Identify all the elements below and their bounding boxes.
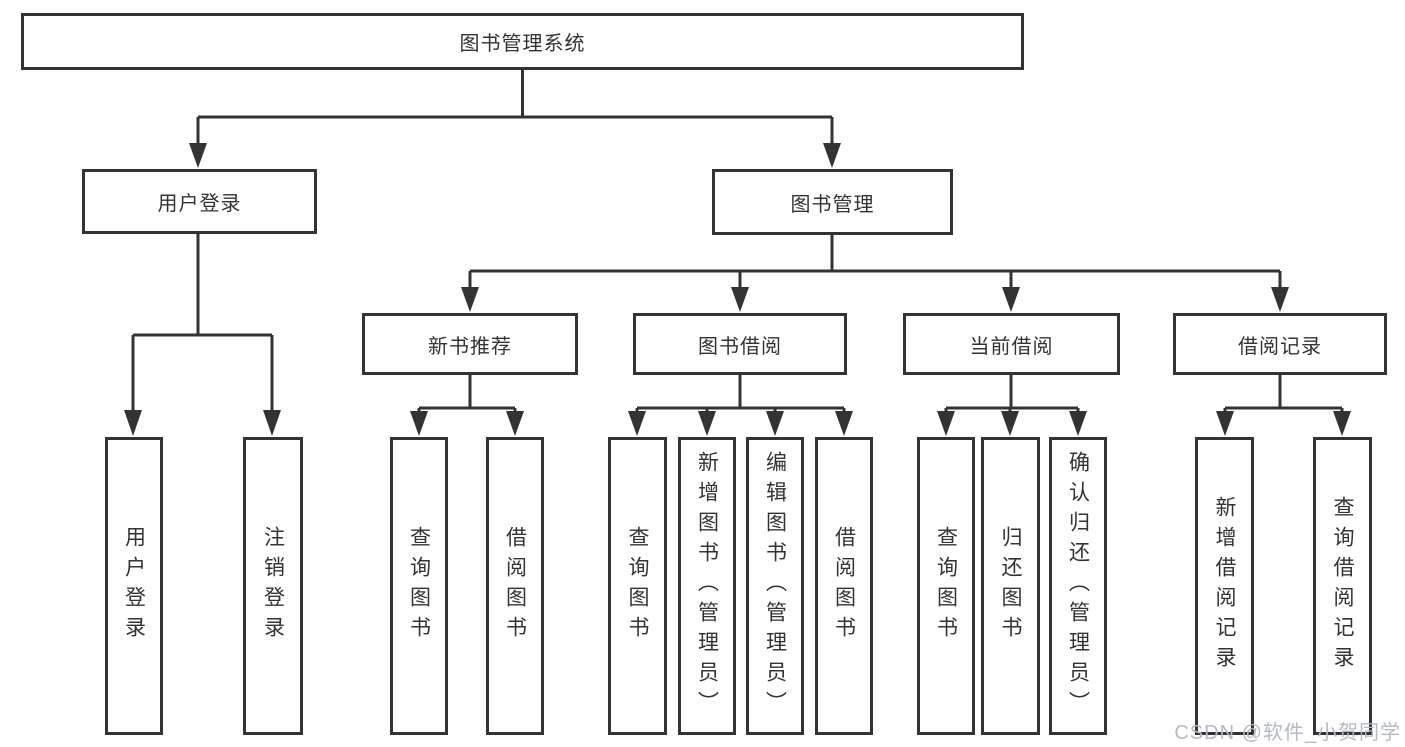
leaf-borrow-edit-books-admin: 编辑图书（管理员）	[746, 437, 804, 735]
leaf-records-add-record: 新增借阅记录	[1195, 437, 1254, 735]
arrowhead	[698, 411, 716, 436]
leaf-newbooks-borrow-books: 借阅图书	[486, 437, 544, 735]
leaf-label: 新增图书（管理员）	[695, 451, 719, 721]
connector-new-books	[417, 375, 517, 413]
arrowhead	[124, 410, 142, 436]
leaf-label: 查询借阅记录	[1331, 496, 1354, 676]
connector-management	[468, 234, 1282, 289]
node-label: 借阅记录	[1238, 335, 1322, 358]
leaf-borrow-query-books: 查询图书	[608, 437, 667, 735]
arrowhead	[731, 287, 749, 312]
connector-root	[196, 70, 834, 145]
arrowhead	[1002, 287, 1020, 312]
leaf-records-query-record: 查询借阅记录	[1313, 437, 1372, 735]
leaf-label: 新增借阅记录	[1213, 496, 1236, 676]
arrowhead	[506, 411, 524, 436]
node-borrowing-records: 借阅记录	[1173, 313, 1387, 375]
arrowhead	[189, 143, 207, 168]
leaf-label: 归还图书	[999, 526, 1022, 646]
arrowhead	[628, 411, 646, 436]
leaf-newbooks-query-books: 查询图书	[390, 437, 448, 735]
arrowhead	[1216, 411, 1234, 436]
leaf-label: 查询图书	[934, 526, 958, 646]
leaf-logout: 注销登录	[243, 437, 303, 735]
leaf-current-query-books: 查询图书	[917, 437, 975, 735]
arrowhead	[1069, 411, 1087, 436]
arrowhead	[263, 410, 281, 436]
leaf-label: 确认归还（管理员）	[1066, 451, 1090, 721]
arrowhead	[835, 411, 853, 436]
arrowhead	[823, 143, 841, 168]
leaf-borrow-add-books-admin: 新增图书（管理员）	[678, 437, 736, 735]
arrowhead	[937, 411, 955, 436]
arrowhead	[410, 411, 428, 436]
arrowhead	[1333, 411, 1351, 436]
connector-borrow-records	[1223, 375, 1344, 413]
leaf-current-return-books: 归还图书	[981, 437, 1040, 735]
node-book-borrowing: 图书借阅	[633, 313, 847, 375]
connector-login	[131, 233, 274, 412]
node-library-management-system: 图书管理系统	[21, 13, 1024, 70]
arrowhead	[766, 411, 784, 436]
csdn-watermark: CSDN @软件_小贺同学	[1174, 722, 1401, 744]
arrowhead	[461, 287, 479, 312]
node-label: 图书借阅	[698, 335, 782, 358]
leaf-current-confirm-return-admin: 确认归还（管理员）	[1049, 437, 1107, 735]
leaf-label: 注销登录	[261, 526, 285, 646]
node-label: 新书推荐	[428, 335, 512, 358]
arrowhead	[1001, 411, 1019, 436]
node-current-borrowing: 当前借阅	[903, 313, 1120, 375]
leaf-label: 用户登录	[122, 526, 146, 646]
leaf-label: 借阅图书	[832, 526, 856, 646]
node-label: 图书管理系统	[459, 33, 586, 55]
connector-book-borrow	[635, 375, 846, 413]
node-user-login: 用户登录	[82, 169, 317, 234]
arrowhead	[1271, 287, 1289, 312]
leaf-label: 查询图书	[407, 526, 431, 646]
node-label: 图书管理	[790, 193, 875, 216]
leaf-label: 借阅图书	[503, 526, 527, 646]
leaf-borrow-borrow-books: 借阅图书	[815, 437, 873, 735]
connector-current-borrow	[944, 375, 1080, 413]
leaf-user-login: 用户登录	[105, 437, 163, 735]
node-new-book-recommendation: 新书推荐	[362, 313, 578, 375]
node-label: 用户登录	[157, 193, 242, 215]
node-label: 当前借阅	[969, 335, 1054, 358]
leaf-label: 编辑图书（管理员）	[763, 451, 787, 721]
leaf-label: 查询图书	[626, 526, 649, 646]
node-book-management: 图书管理	[712, 169, 953, 235]
